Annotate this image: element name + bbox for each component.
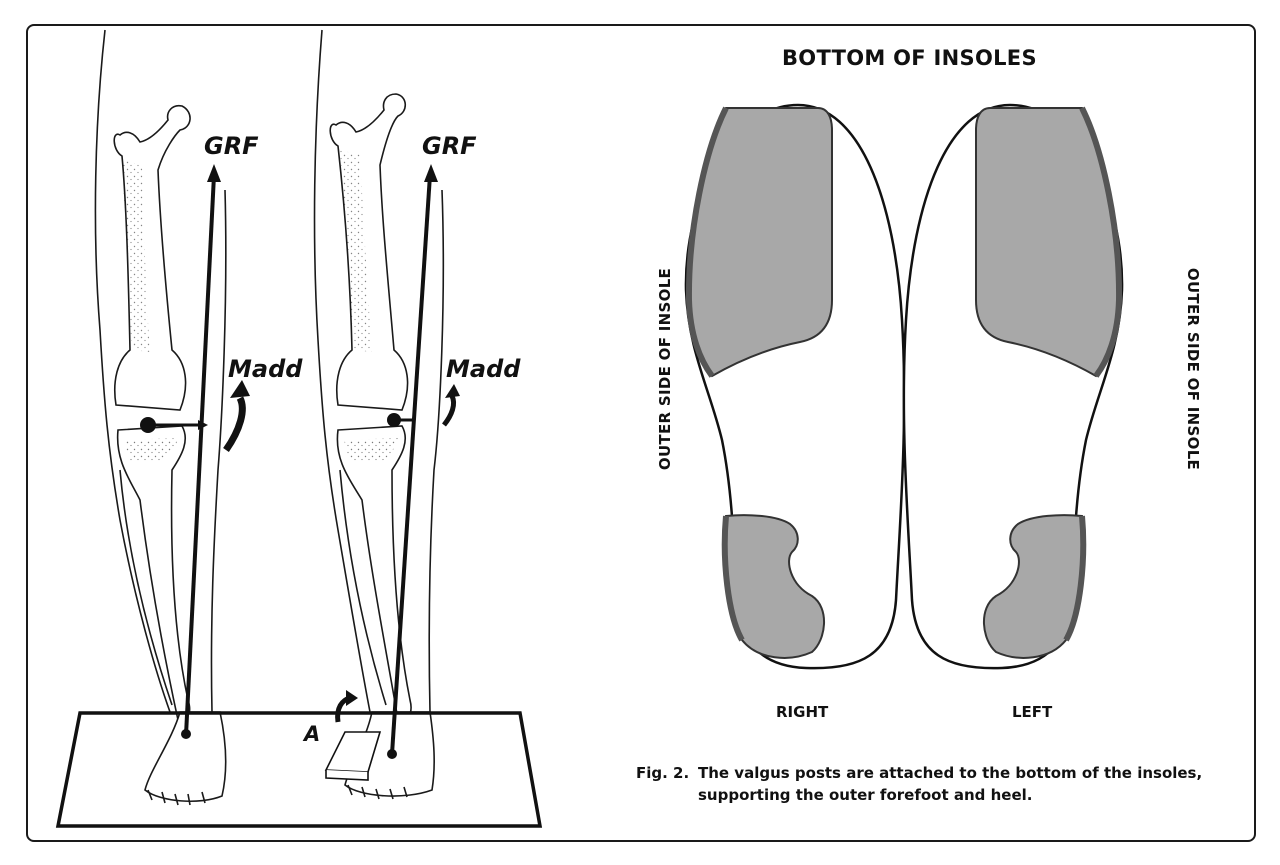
insoles-title: BOTTOM OF INSOLES (782, 46, 1037, 70)
insole-left (902, 103, 1124, 670)
femur-2 (329, 93, 409, 411)
foot (144, 711, 227, 803)
caption-text-1: The valgus posts are attached to the bot… (698, 764, 1203, 782)
left-insole-label: LEFT (1012, 703, 1053, 721)
caption-number: Fig. 2. (636, 764, 690, 782)
a-label: A (304, 722, 321, 746)
tibia (116, 425, 191, 722)
outer-side-label-right-insole: OUTER SIDE OF INSOLE (656, 267, 675, 471)
caption-line-2: supporting the outer forefoot and heel. (636, 784, 1202, 806)
heel-post-left-edge (1063, 515, 1087, 642)
toes-2 (347, 784, 408, 800)
caption-line-1: Fig. 2. The valgus posts are attached to … (636, 762, 1202, 784)
femur (113, 104, 191, 411)
leg-outline-left (94, 29, 171, 713)
heel-post-right-edge (721, 515, 745, 642)
floor-platform (55, 711, 543, 828)
forefoot-post-right-edge (685, 106, 729, 378)
caption-text-2: supporting the outer forefoot and heel. (698, 786, 1033, 804)
femur-2-shade (340, 150, 372, 352)
fibula (119, 469, 173, 706)
madd-arrow-2 (442, 394, 457, 427)
leg2-outline-right (428, 189, 445, 713)
lateral-wedge-side (325, 770, 369, 781)
forefoot-post-left-edge (1079, 106, 1123, 378)
femur-shade (122, 160, 150, 352)
grf-vector-1 (184, 174, 216, 736)
grf-origin-2 (387, 749, 397, 759)
tibia-2-shade (344, 438, 398, 462)
figure-caption: Fig. 2. The valgus posts are attached to … (636, 762, 1202, 806)
madd-label-2: Madd (446, 355, 521, 383)
grf-arrowhead-1 (207, 164, 221, 182)
grf-vector-2 (390, 174, 432, 755)
madd-arrowhead-2 (445, 384, 460, 398)
toes (147, 789, 206, 806)
outer-side-label-left-insole: OUTER SIDE OF INSOLE (1184, 267, 1203, 471)
tibia-shade (124, 438, 178, 462)
lever-arrowhead-1 (198, 420, 208, 430)
grf-label-2: GRF (422, 132, 477, 160)
grf-arrowhead-2 (424, 164, 438, 182)
right-insole-label: RIGHT (776, 703, 829, 721)
madd-arrowhead-1 (230, 380, 250, 398)
grf-label-1: GRF (204, 132, 259, 160)
fibula-2 (339, 469, 387, 706)
madd-label-1: Madd (228, 355, 303, 383)
lateral-wedge (324, 731, 382, 773)
a-rotation-arrowhead (346, 690, 358, 706)
insole-right (684, 103, 906, 670)
tibia-2 (336, 425, 412, 722)
madd-arrow-1 (223, 396, 246, 453)
leg-outline-right (210, 189, 227, 713)
leg2-outline-left (313, 29, 371, 713)
grf-origin-1 (181, 729, 191, 739)
